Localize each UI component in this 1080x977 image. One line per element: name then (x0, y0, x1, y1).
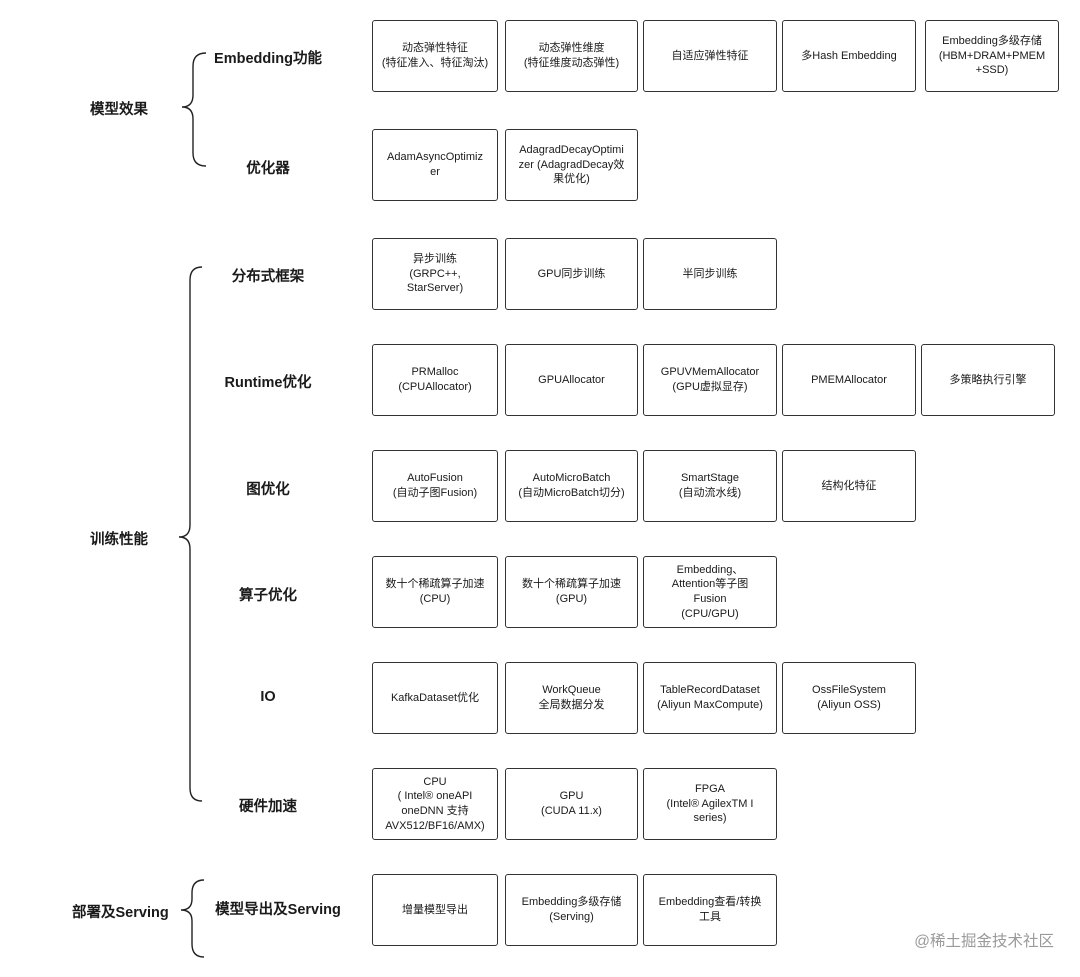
feature-box: GPU同步训练 (505, 238, 638, 310)
feature-box: Embedding多级存储 (Serving) (505, 874, 638, 946)
feature-box: 多策略执行引擎 (921, 344, 1055, 416)
row-label-optimizer: 优化器 (246, 161, 290, 177)
feature-box: PMEMAllocator (782, 344, 916, 416)
feature-box: 半同步训练 (643, 238, 777, 310)
feature-box: Embedding、 Attention等子图 Fusion (CPU/GPU) (643, 556, 777, 628)
group-label-deploy-serving: 部署及Serving (72, 905, 169, 921)
feature-box: AutoFusion (自动子图Fusion) (372, 450, 498, 522)
feature-box: GPUAllocator (505, 344, 638, 416)
feature-box: 结构化特征 (782, 450, 916, 522)
feature-box: 自适应弹性特征 (643, 20, 777, 92)
feature-box: GPU (CUDA 11.x) (505, 768, 638, 840)
feature-box: 多Hash Embedding (782, 20, 916, 92)
watermark: @稀土掘金技术社区 (914, 933, 1054, 950)
feature-box: AdamAsyncOptimiz er (372, 129, 498, 201)
feature-box: OssFileSystem (Aliyun OSS) (782, 662, 916, 734)
row-label-distributed: 分布式框架 (231, 269, 305, 285)
feature-box: 数十个稀疏算子加速 (CPU) (372, 556, 498, 628)
feature-box: AdagradDecayOptimi zer (AdagradDecay效 果优… (505, 129, 638, 201)
feature-box: GPUVMemAllocator (GPU虚拟显存) (643, 344, 777, 416)
row-label-embedding: Embedding功能 (214, 51, 322, 67)
feature-box: 增量模型导出 (372, 874, 498, 946)
feature-box: KafkaDataset优化 (372, 662, 498, 734)
feature-box: Embedding多级存储 (HBM+DRAM+PMEM +SSD) (925, 20, 1059, 92)
row-label-io: IO (260, 689, 276, 705)
feature-box: WorkQueue 全局数据分发 (505, 662, 638, 734)
brace-deploy-serving (180, 879, 205, 958)
feature-box: FPGA (Intel® AgilexTM I series) (643, 768, 777, 840)
feature-box: 异步训练 (GRPC++, StarServer) (372, 238, 498, 310)
feature-box: AutoMicroBatch (自动MicroBatch切分) (505, 450, 638, 522)
group-label-training-perf: 训练性能 (90, 532, 148, 548)
row-label-graph: 图优化 (246, 482, 290, 498)
feature-box: 动态弹性维度 (特征维度动态弹性) (505, 20, 638, 92)
group-label-model-effect: 模型效果 (90, 102, 148, 118)
row-label-export-serving: 模型导出及Serving (215, 902, 341, 918)
row-label-operator: 算子优化 (239, 588, 297, 604)
brace-training-perf (178, 266, 203, 802)
feature-box: PRMalloc (CPUAllocator) (372, 344, 498, 416)
brace-model-effect (181, 52, 207, 167)
feature-box: TableRecordDataset (Aliyun MaxCompute) (643, 662, 777, 734)
feature-box: SmartStage (自动流水线) (643, 450, 777, 522)
feature-box: 动态弹性特征 (特征准入、特征淘汰) (372, 20, 498, 92)
feature-box: 数十个稀疏算子加速 (GPU) (505, 556, 638, 628)
row-label-runtime: Runtime优化 (224, 375, 312, 391)
row-label-hardware: 硬件加速 (239, 799, 297, 815)
feature-box: Embedding查看/转换 工具 (643, 874, 777, 946)
feature-box: CPU ( Intel® oneAPI oneDNN 支持 AVX512/BF1… (372, 768, 498, 840)
